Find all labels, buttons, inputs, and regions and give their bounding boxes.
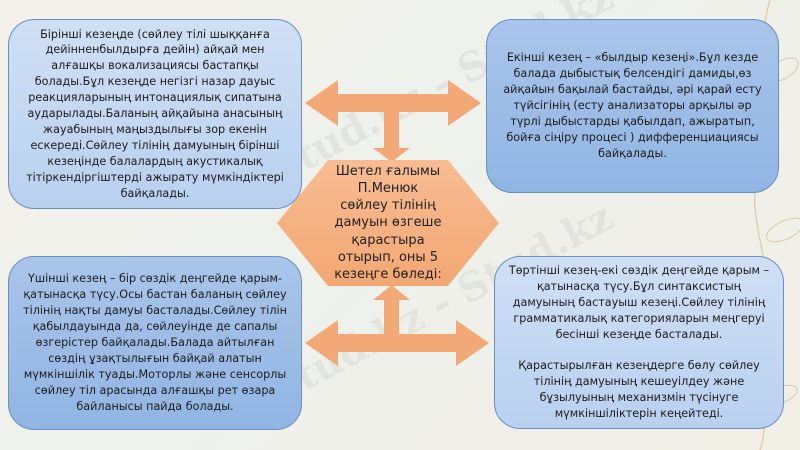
center-title: Шетел ғалымы П.Менюк сөйлеу тілінің даму… bbox=[334, 163, 442, 283]
bottom-vertical-arrow bbox=[373, 285, 410, 334]
stage-one-box: Бірінші кезеңде (сөйлеу тілі шыққанға де… bbox=[8, 19, 302, 209]
stage-three-box: Үшінші кезең – бір сөздік деңгейде қарым… bbox=[8, 256, 302, 430]
top-horizontal-arrow bbox=[305, 80, 481, 126]
bottom-horizontal-arrow bbox=[305, 320, 489, 366]
stage-four-five-text: Төртінші кезең-екі сөздік деңгейде қарым… bbox=[508, 263, 770, 421]
center-hexagon: Шетел ғалымы П.Менюк сөйлеу тілінің даму… bbox=[277, 160, 499, 286]
stage-three-text: Үшінші кезең – бір сөздік деңгейде қарым… bbox=[23, 272, 287, 413]
stage-one-text: Бірінші кезеңде (сөйлеу тілі шыққанға де… bbox=[26, 27, 284, 200]
stage-two-text: Екінші кезең – «былдыр кезеңі».Бұл кезде… bbox=[503, 51, 762, 160]
stage-four-five-box: Төртінші кезең-екі сөздік деңгейде қарым… bbox=[494, 256, 784, 429]
stage-two-box: Екінші кезең – «былдыр кезеңі».Бұл кезде… bbox=[486, 19, 779, 193]
top-vertical-arrow bbox=[373, 112, 410, 162]
